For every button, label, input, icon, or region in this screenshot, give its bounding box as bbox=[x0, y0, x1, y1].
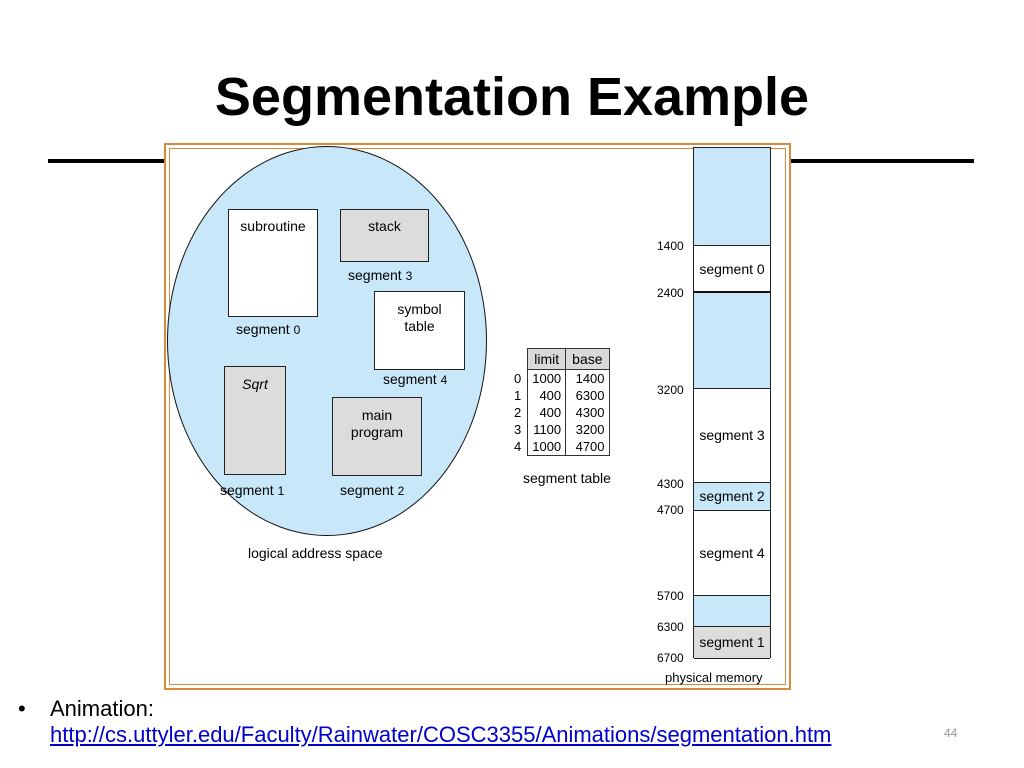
main-program-box: main program bbox=[332, 397, 422, 476]
row-index: 4 bbox=[514, 439, 522, 455]
segment-table: limit base 0 1000 1400 1 400 6300 2 400 … bbox=[510, 348, 610, 456]
memory-divider bbox=[694, 147, 770, 148]
memory-segment-1: segment 1 bbox=[694, 626, 770, 658]
base-cell: 3200 bbox=[565, 421, 610, 438]
address-6700: 6700 bbox=[657, 651, 684, 665]
table-row: 3 1100 3200 bbox=[510, 421, 610, 438]
segment-number: 2 bbox=[397, 484, 405, 498]
logical-address-space-label: logical address space bbox=[248, 545, 383, 561]
segment-word: segment bbox=[340, 482, 394, 498]
row-index: 1 bbox=[514, 388, 522, 403]
segment-word: segment bbox=[236, 321, 290, 337]
row-index: 2 bbox=[514, 405, 522, 420]
memory-segment-4: segment 4 bbox=[694, 510, 770, 595]
segment-3-label: segment 3 bbox=[348, 267, 412, 283]
segment-number: 1 bbox=[277, 484, 285, 498]
table-row: 1 400 6300 bbox=[510, 387, 610, 404]
memory-divider bbox=[694, 595, 770, 596]
sqrt-box: Sqrt bbox=[224, 366, 286, 475]
stack-label: stack bbox=[368, 218, 401, 234]
segment-number: 3 bbox=[405, 269, 413, 283]
subroutine-label: subroutine bbox=[240, 218, 306, 234]
limit-cell: 400 bbox=[527, 387, 567, 404]
segment-table-header-base: base bbox=[565, 348, 610, 370]
address-1400: 1400 bbox=[657, 239, 684, 253]
address-4300: 4300 bbox=[657, 477, 684, 491]
segment-0-label: segment 0 bbox=[236, 321, 300, 337]
base-cell: 6300 bbox=[565, 387, 610, 404]
segment-4-label: segment 4 bbox=[383, 371, 447, 387]
sqrt-label: Sqrt bbox=[242, 376, 268, 392]
title-rule-left bbox=[48, 159, 166, 163]
segment-table-corner bbox=[510, 349, 528, 370]
limit-cell: 400 bbox=[527, 404, 567, 421]
memory-segment-0: segment 0 bbox=[694, 245, 770, 292]
memory-divider bbox=[694, 291, 770, 293]
memory-divider bbox=[694, 626, 770, 627]
memory-divider bbox=[694, 388, 770, 389]
address-5700: 5700 bbox=[657, 589, 684, 603]
title-rule-right bbox=[787, 159, 974, 163]
slide-number: 44 bbox=[944, 726, 958, 740]
segment-word: segment bbox=[383, 371, 437, 387]
table-row: 0 1000 1400 bbox=[510, 369, 610, 387]
memory-divider bbox=[694, 658, 770, 659]
segment-1-label: segment 1 bbox=[220, 482, 284, 498]
memory-segment-label: segment 2 bbox=[699, 488, 765, 504]
segment-number: 4 bbox=[440, 373, 448, 387]
table-row: 2 400 4300 bbox=[510, 404, 610, 421]
bullet-label: Animation: bbox=[50, 696, 154, 721]
base-cell: 4700 bbox=[565, 438, 610, 456]
memory-divider bbox=[694, 245, 770, 246]
base-cell: 1400 bbox=[565, 369, 610, 387]
memory-segment-2: segment 2 bbox=[694, 482, 770, 510]
address-4700: 4700 bbox=[657, 503, 684, 517]
segment-table-caption: segment table bbox=[523, 470, 611, 486]
address-3200: 3200 bbox=[657, 383, 684, 397]
segment-number: 0 bbox=[293, 323, 301, 337]
subroutine-box: subroutine bbox=[228, 209, 318, 317]
row-index: 3 bbox=[514, 422, 522, 437]
segment-word: segment bbox=[220, 482, 274, 498]
memory-segment-label: segment 4 bbox=[699, 544, 765, 561]
limit-cell: 1100 bbox=[527, 421, 567, 438]
limit-cell: 1000 bbox=[527, 369, 567, 387]
memory-segment-3: segment 3 bbox=[694, 388, 770, 482]
bullet-marker: • bbox=[18, 696, 26, 721]
animation-link[interactable]: http://cs.uttyler.edu/Faculty/Rainwater/… bbox=[50, 722, 832, 747]
stack-box: stack bbox=[340, 209, 429, 262]
limit-cell: 1000 bbox=[527, 438, 567, 456]
address-2400: 2400 bbox=[657, 286, 684, 300]
memory-segment-label: segment 3 bbox=[699, 427, 765, 443]
table-row: 4 1000 4700 bbox=[510, 438, 610, 456]
physical-memory-caption: physical memory bbox=[665, 670, 763, 685]
address-6300: 6300 bbox=[657, 620, 684, 634]
main-program-line2: program bbox=[350, 424, 404, 440]
main-program-line1: main bbox=[361, 407, 393, 423]
symbol-table-line1: symbol bbox=[397, 301, 442, 317]
memory-free-2 bbox=[694, 292, 770, 388]
physical-memory-column: segment 0 segment 3 segment 2 segment 4 … bbox=[693, 147, 771, 659]
base-cell: 4300 bbox=[565, 404, 610, 421]
memory-divider bbox=[694, 482, 770, 483]
symbol-table-box: symbol table bbox=[374, 291, 465, 370]
memory-segment-label: segment 0 bbox=[699, 260, 765, 277]
segment-table-header-limit: limit bbox=[527, 348, 567, 370]
slide-title: Segmentation Example bbox=[214, 67, 810, 127]
memory-free-3 bbox=[694, 595, 770, 626]
row-index: 0 bbox=[514, 370, 522, 386]
segment-word: segment bbox=[348, 267, 402, 283]
symbol-table-line2: table bbox=[404, 318, 435, 334]
segment-2-label: segment 2 bbox=[340, 482, 404, 498]
memory-divider bbox=[694, 510, 770, 511]
memory-segment-label: segment 1 bbox=[699, 634, 765, 650]
memory-free-top bbox=[694, 147, 770, 245]
